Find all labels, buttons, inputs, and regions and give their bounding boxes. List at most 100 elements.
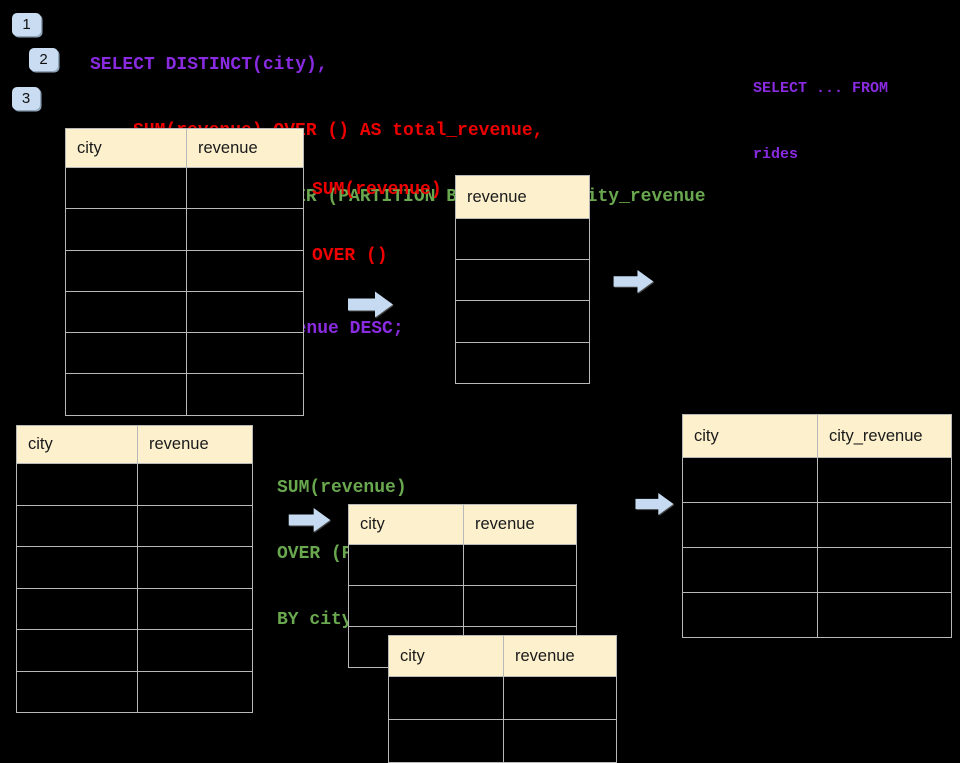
column-header: revenue <box>503 635 617 677</box>
column-header: city <box>682 414 818 458</box>
column-header: city <box>388 635 504 677</box>
table-row <box>65 166 304 210</box>
right-arrow-icon <box>288 508 331 532</box>
empty-cell <box>682 592 818 638</box>
table-row <box>682 547 952 593</box>
empty-cell <box>65 166 187 210</box>
empty-cell <box>65 373 187 416</box>
empty-cell <box>463 585 577 627</box>
table-row <box>682 502 952 548</box>
table-row <box>16 670 253 713</box>
empty-cell <box>137 670 253 713</box>
step-badge-3: 3 <box>12 87 40 110</box>
total-revenue-table: revenue <box>455 175 590 384</box>
empty-cell <box>137 463 253 506</box>
table-row <box>348 544 577 586</box>
table-row <box>65 208 304 251</box>
empty-cell <box>137 587 253 630</box>
table-row <box>16 463 253 506</box>
empty-cell <box>137 546 253 589</box>
table-row <box>16 587 253 630</box>
empty-cell <box>137 629 253 672</box>
empty-cell <box>455 341 590 384</box>
empty-cell <box>388 676 504 720</box>
right-arrow-icon <box>348 291 393 318</box>
table-row <box>65 290 304 334</box>
empty-cell <box>186 249 304 292</box>
table-row <box>455 300 590 343</box>
sql-line-select: SELECT DISTINCT(city), <box>90 55 328 75</box>
table-row <box>682 457 952 503</box>
empty-cell <box>65 208 187 251</box>
table-row <box>65 249 304 292</box>
step-badge-1: 1 <box>12 13 41 36</box>
column-header: city <box>348 504 464 545</box>
empty-cell <box>65 332 187 375</box>
empty-cell <box>682 502 818 548</box>
column-header: city <box>65 128 187 168</box>
empty-cell <box>817 502 952 548</box>
table-row <box>455 341 590 384</box>
slide-canvas: { "colors": { "background": "#000000", "… <box>12 13 952 763</box>
table-row <box>455 259 590 302</box>
empty-cell <box>16 546 138 589</box>
empty-cell <box>16 463 138 506</box>
column-header: revenue <box>463 504 577 545</box>
table-row <box>16 629 253 672</box>
table-row <box>455 217 590 261</box>
total-revenue-label: SUM(revenue) OVER () <box>312 135 442 289</box>
table: revenue <box>455 175 590 384</box>
empty-cell <box>16 670 138 713</box>
table-row <box>16 546 253 589</box>
empty-cell <box>65 290 187 334</box>
label-line: SUM(revenue) <box>277 478 407 498</box>
side-note-line: rides <box>753 146 799 163</box>
empty-cell <box>186 290 304 334</box>
empty-cell <box>65 249 187 292</box>
label-line: SUM(revenue) <box>312 180 442 200</box>
table-row <box>388 719 617 763</box>
column-header: revenue <box>455 175 590 219</box>
empty-cell <box>817 592 952 638</box>
empty-cell <box>463 544 577 586</box>
step-badge-2: 2 <box>29 48 58 71</box>
empty-cell <box>817 457 952 503</box>
empty-cell <box>388 719 504 763</box>
table-row <box>16 504 253 547</box>
empty-cell <box>137 504 253 547</box>
table-row <box>348 585 577 627</box>
empty-cell <box>503 719 617 763</box>
table-row <box>388 676 617 720</box>
table-row <box>65 373 304 416</box>
empty-cell <box>682 457 818 503</box>
empty-cell <box>817 547 952 593</box>
empty-cell <box>455 300 590 343</box>
empty-cell <box>503 676 617 720</box>
side-note-line: SELECT ... FROM <box>753 80 889 97</box>
empty-cell <box>682 547 818 593</box>
label-line: OVER () <box>312 246 388 266</box>
column-header: city <box>16 425 138 464</box>
column-header: revenue <box>186 128 304 168</box>
empty-cell <box>16 504 138 547</box>
column-header: city_revenue <box>817 414 952 458</box>
right-arrow-icon <box>613 270 654 293</box>
right-arrow-icon <box>635 493 674 515</box>
empty-cell <box>16 587 138 630</box>
column-header: revenue <box>137 425 253 464</box>
empty-cell <box>348 585 464 627</box>
empty-cell <box>348 544 464 586</box>
